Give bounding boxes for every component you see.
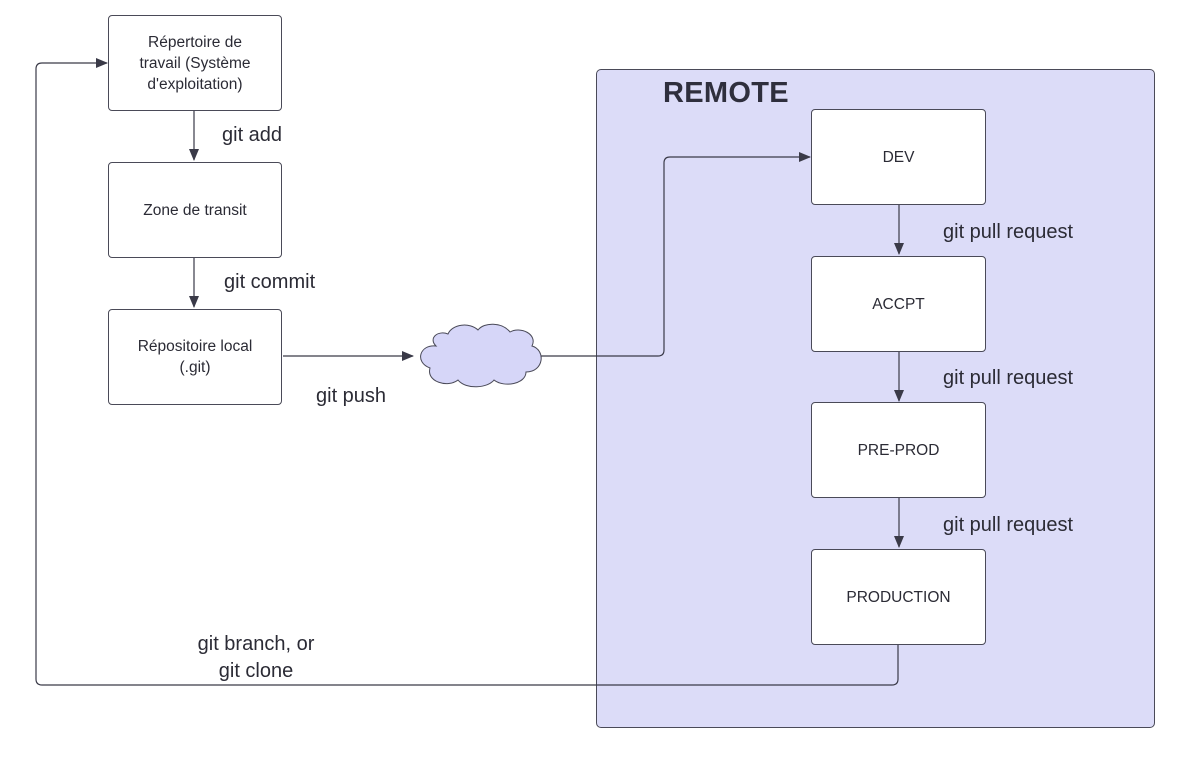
edge-branch-clone	[35, 58, 899, 686]
label-pull-request-3: git pull request	[943, 514, 1074, 536]
label-git-add: git add	[222, 124, 283, 146]
remote-title: REMOTE	[663, 77, 789, 109]
node-dev: DEV	[811, 109, 986, 205]
node-accpt: ACCPT	[811, 256, 986, 352]
label-pull-request-1: git pull request	[943, 221, 1074, 243]
label-branch-clone: git branch, or git clone	[197, 633, 315, 682]
node-staging-area: Zone de transit	[108, 162, 282, 258]
node-working-directory: Répertoire de travail (Système d'exploit…	[108, 15, 282, 111]
node-pre-prod: PRE-PROD	[811, 402, 986, 498]
label-pull-request-2: git pull request	[943, 367, 1074, 389]
edge-cloud-to-dev	[540, 152, 811, 357]
cloud-icon	[420, 323, 542, 388]
node-local-repository: Répositoire local (.git)	[108, 309, 282, 405]
label-git-push: git push	[316, 385, 387, 407]
label-git-commit: git commit	[224, 271, 316, 293]
node-production: PRODUCTION	[811, 549, 986, 645]
